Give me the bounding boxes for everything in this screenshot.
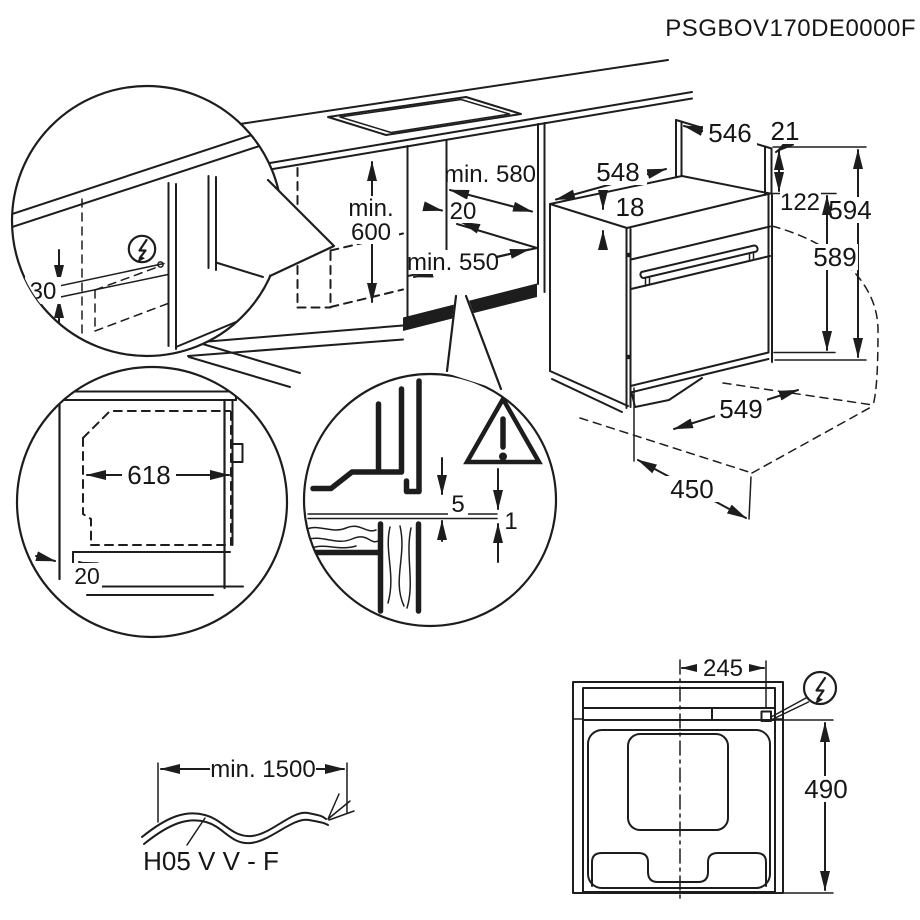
worktop-top-view: 245 490	[572, 655, 851, 904]
oven-dimensions: 546 21 548 18 122 594 589	[555, 116, 873, 520]
dim-top-recess: 18	[616, 192, 645, 222]
dim-cable-length: min. 1500	[210, 756, 315, 783]
dim-upstand-height: 122	[780, 189, 820, 216]
oven-outline	[582, 687, 776, 893]
niche-dimensions: min. 580 20 min. 600 min. 550	[344, 161, 536, 303]
power-connection-icon	[771, 670, 838, 721]
worktop-wood-section	[304, 521, 422, 614]
dim-top-width: 548	[596, 157, 639, 187]
cabinet-outline	[572, 681, 784, 894]
worktop-front-edge	[257, 91, 693, 166]
dim-rear-clearance: 30	[30, 278, 57, 305]
detail-circle-outline	[10, 84, 284, 358]
dim-upper-gap: 5	[451, 491, 464, 518]
callout-pointer	[268, 180, 334, 276]
dim-bottom-depth: 549	[719, 394, 762, 424]
detail-circle-front-gap: 5 1	[302, 294, 558, 628]
plug-bracket	[231, 443, 244, 463]
connection-point	[760, 710, 772, 722]
dim-niche-depth: min. 550	[407, 249, 499, 276]
dim-connection-depth: 490	[804, 774, 847, 804]
oven-front-face	[629, 192, 773, 408]
dim-overall-height: 594	[828, 195, 871, 225]
connection-point-dot	[157, 261, 164, 268]
dim-rear-top-width: 546	[708, 118, 751, 148]
dim-niche-width: min. 580	[444, 161, 536, 188]
worktop-back-edge	[239, 59, 669, 125]
detail-circle-outline	[15, 365, 289, 639]
oven-dimension-view: 546 21 548 18 122 594 589	[549, 116, 879, 520]
dim-connection-offset: 245	[703, 655, 743, 682]
cable-strand	[141, 811, 327, 838]
hob-cutout	[327, 96, 522, 136]
cable-wire-ends	[327, 793, 355, 821]
mains-cable-diagram: min. 1500 H05 V V - F	[141, 756, 355, 876]
oven-dashed-profile	[82, 410, 232, 546]
dim-rear-trim: 21	[771, 116, 800, 146]
dim-plinth-recess: 20	[74, 563, 100, 589]
warning-icon	[463, 394, 543, 465]
dim-front-clearance: 450	[670, 474, 713, 504]
oven-cavity	[587, 729, 771, 889]
detail-circle-outline	[302, 372, 558, 628]
dim-niche-panel-gap: 20	[450, 198, 477, 225]
dim-side-depth: 618	[127, 460, 170, 490]
power-connection-icon	[127, 234, 157, 264]
callout-funnel	[446, 295, 502, 391]
oven-left-side	[549, 203, 632, 413]
dim-niche-height-2: 600	[351, 219, 391, 246]
detail-circle-side-section: 618 20	[15, 365, 289, 639]
oven-frame-section	[310, 378, 422, 495]
door-handle	[639, 244, 759, 280]
detail-circle-rear-connection: 30	[10, 84, 336, 358]
dim-body-height: 589	[813, 242, 856, 272]
dim-niche-height-1: min.	[348, 195, 393, 222]
dim-lower-gap: 1	[504, 508, 517, 535]
cable-type-label: H05 V V - F	[143, 846, 279, 876]
product-code: PSGBOV170DE0000F	[665, 15, 916, 42]
oven-top-face	[549, 175, 771, 229]
